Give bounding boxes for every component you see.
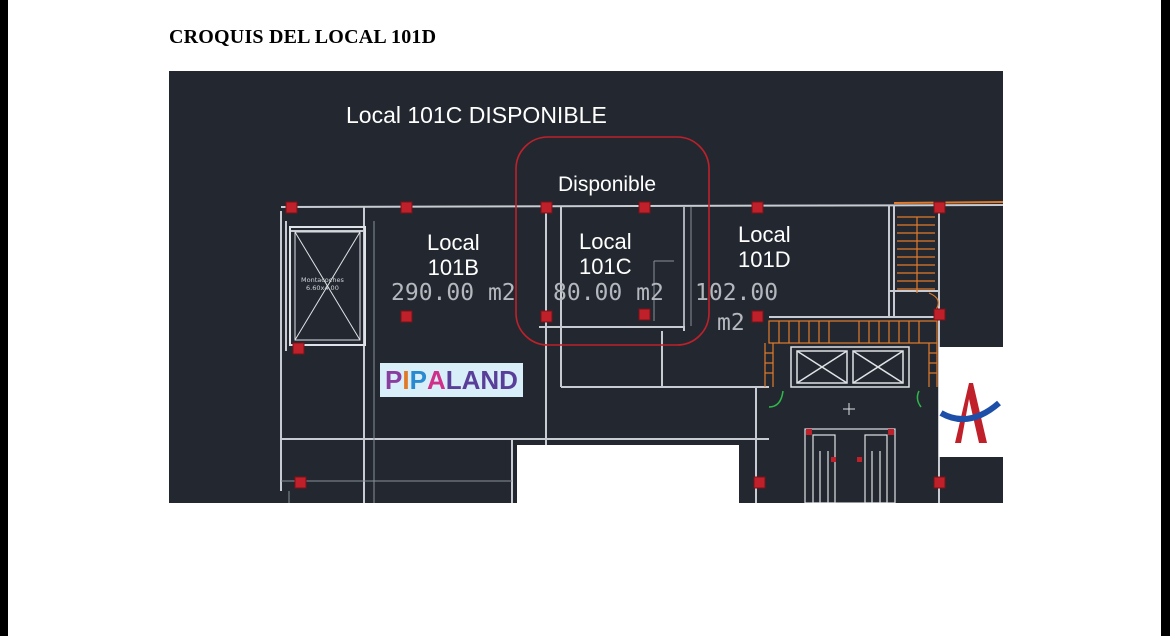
logo-letter-3: P [409,365,427,395]
unit-101d-area-value: 102.00 [695,280,779,306]
unit-101b-area-unit: m2 [487,280,516,306]
unit-101c-line1: Local [579,229,632,254]
document-page: CROQUIS DEL LOCAL 101D [8,0,1161,636]
unit-101d-name: Local 101D [738,222,791,273]
logo-letter-4: A [426,365,446,395]
highlight-label: Disponible [558,173,657,196]
pipaland-logo: P I P A LAND [380,363,523,397]
anchor-store-block [517,445,739,503]
unit-101d-line2: 101D [738,247,791,273]
shaft-label: Montacoches 6.60x4.00 [301,276,344,292]
unit-101c-area: 80.00 m2 [553,282,664,305]
floor-plan-drawing [280,136,1003,503]
floor-plan: Local 101C DISPONIBLE Disponible Local 1… [169,71,1003,503]
unit-101c-area-value: 80.00 [553,280,623,306]
unit-101c-area-unit: m2 [636,280,664,306]
unit-101b-area-value: 290.00 [391,280,475,306]
unit-101d-line1: Local [738,222,791,247]
page-title: CROQUIS DEL LOCAL 101D [169,26,437,48]
plan-title: Local 101C DISPONIBLE [346,102,607,128]
unit-101b-line2: 101B [427,255,479,281]
logo-letter-1: P [385,365,403,395]
unit-101c-line2: 101C [579,254,632,280]
brand-logo-mark [939,383,1001,443]
unit-101c-name: Local 101C [579,229,632,280]
unit-101b-line1: Local [427,230,480,255]
logo-letter-2: I [402,365,410,395]
logo-letter-5: LAND [445,365,518,395]
unit-101b-area: 290.00 m2 [391,282,516,305]
unit-101d-area-unit: m2 [717,310,745,336]
unit-101b-name: Local 101B [427,230,480,281]
brand-logo-box [939,347,1003,457]
